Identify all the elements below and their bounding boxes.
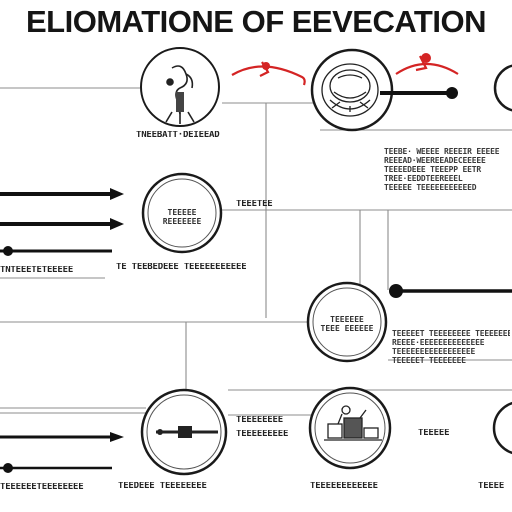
text-line: TEEEEE: [167, 208, 197, 217]
center-caption: TE TEEBEDEEE TEEEEEEEEEEE: [116, 263, 246, 272]
top-right-block: TEEBE· WEEEE REEEIR EEEEE REEEAD·WEEREEA…: [384, 147, 510, 192]
bottom-right-caption: TEEEEEEEEEEEE: [310, 482, 378, 491]
inner-ring: [314, 392, 386, 464]
bottom-far-right-caption: TEEEE: [478, 482, 505, 491]
inner-ring: [147, 178, 217, 248]
node-circle-top-mid: [310, 48, 394, 132]
bottom-left-caption: TEEEEEETEEEEEEEE: [0, 483, 84, 492]
text-line: TEEEEEEEEEEEEEEEEE: [392, 347, 476, 356]
low-right-caption: TEEEEE: [418, 429, 450, 438]
text-line: REEEEEEE: [162, 217, 202, 226]
node-circle-low-right: [492, 401, 512, 455]
text-line: TEEBE· WEEEE REEEIR EEEEE: [384, 147, 500, 156]
circle-b-text: TEEEEEE TEEE EEEEEE: [313, 315, 381, 333]
text-line: REEEAD·WEEREEADECEEEEE: [384, 156, 486, 165]
mid-caption: TEEETEE: [236, 200, 273, 209]
text-line: TEEEEDEEE TEEEPP EETR: [384, 165, 481, 174]
bottom-mid-caption: TEEDEEE TEEEEEEEE: [118, 482, 207, 491]
inner-ring: [312, 287, 382, 357]
top-left-caption: TNEEBATT·DEIEEAD: [136, 131, 220, 140]
text-line: TEEEEET TEEEEEEE: [392, 356, 466, 365]
text-line: TEEEEEE: [330, 315, 364, 324]
low-caption-b: TEEEEEEEEE: [236, 430, 289, 439]
thick-arrows: [0, 87, 512, 473]
left-row-caption: TNTEEETETEEEEE: [0, 266, 74, 275]
inner-ring: [146, 394, 222, 470]
specimen-bowl-icon: [321, 63, 379, 117]
dental-pick-icon: [165, 65, 195, 124]
node-circle-top-right: [493, 64, 512, 112]
red-accent-dots: [262, 53, 431, 70]
node-circle-b: [306, 281, 388, 363]
text-line: TREE·EEDDTEEREEEL: [384, 174, 463, 183]
mid-right-block: TEEEEET TEEEEEEEE TEEEEEEEE REEEE·EEEEEE…: [392, 329, 510, 365]
text-line: TEEEEE TEEEEEEEEEEED: [384, 183, 477, 192]
connector-lines: [0, 87, 512, 416]
syringe-icon: [156, 426, 218, 438]
circle-a-text: TEEEEE REEEEEEE: [148, 208, 216, 226]
node-circle-top-left: [140, 47, 220, 127]
text-line: REEEE·EEEEEEEEEEEEEE: [392, 338, 485, 347]
text-line: TEEEEET TEEEEEEEE TEEEEEEEE: [392, 329, 510, 338]
diagram-title: ELIOMATIONE OF EEVECATION: [26, 4, 486, 39]
lab-apparatus-icon: [324, 405, 382, 441]
text-line: TEEE EEEEEE: [320, 324, 374, 333]
low-caption-a: TEEEEEEEE: [236, 416, 283, 425]
node-circle-a: [141, 172, 223, 254]
node-circles: [140, 47, 512, 476]
